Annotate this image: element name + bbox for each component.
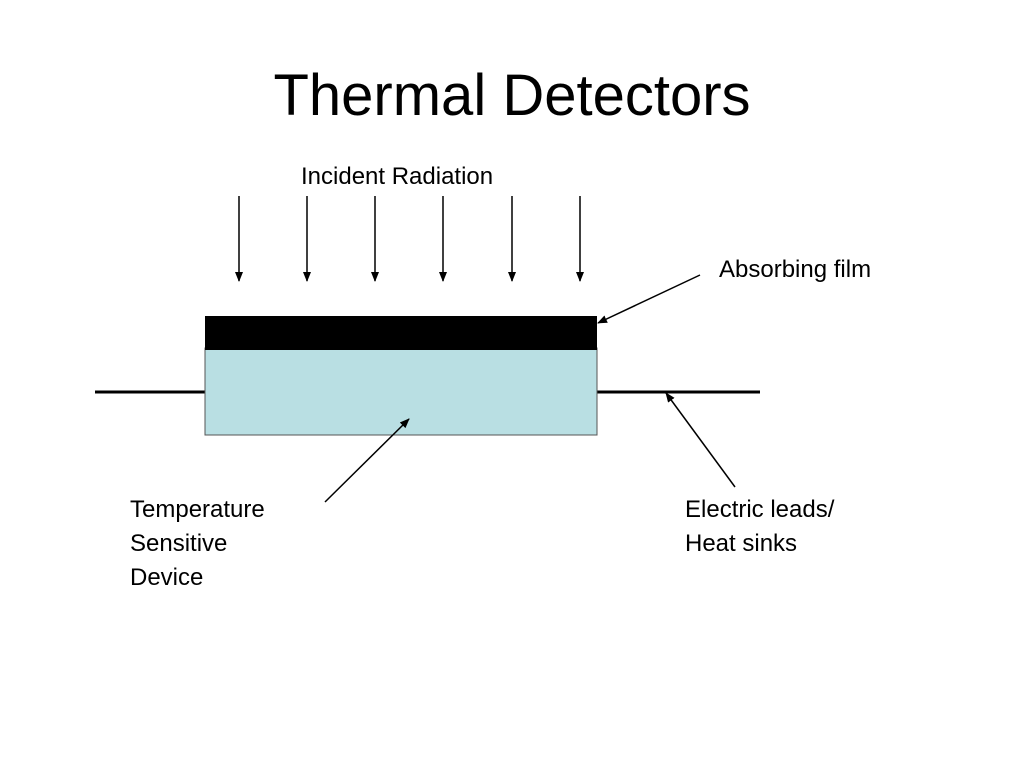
absorbing-film-pointer [597,274,701,324]
label-line: Sensitive [130,530,228,557]
slide-title: Thermal Detectors [273,63,751,128]
sensitive-device-pointer [324,418,410,503]
absorbing-film-label: Absorbing film [719,256,872,283]
label-line: Electric leads/ [685,496,835,523]
label-line: Device [130,564,204,591]
absorbing-film [205,316,597,350]
electric-leads-label: Electric leads/ Heat sinks [685,493,834,561]
temperature-sensitive-device-label: Temperature Sensitive Device [130,493,265,595]
sensitive-device-body [204,347,598,436]
label-line: Temperature [130,496,265,523]
label-line: Heat sinks [685,530,798,557]
electric-leads-pointer [665,392,736,488]
incident-radiation-label: Incident Radiation [301,163,494,190]
incident-radiation-arrows [235,196,584,282]
